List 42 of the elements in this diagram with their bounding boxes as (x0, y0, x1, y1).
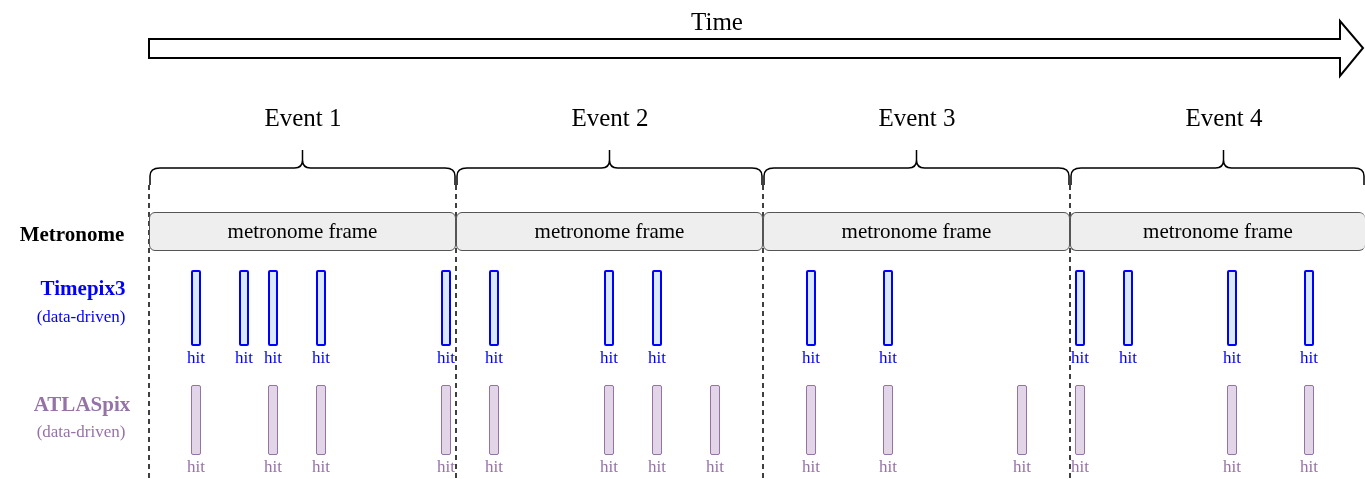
hit-label: hit (1070, 349, 1090, 367)
row-label: Metronome (19, 222, 125, 247)
hit-label: hit (1118, 349, 1138, 367)
hit-label: hit (705, 458, 725, 476)
hit-label: hit (1012, 458, 1032, 476)
row-note: (data-driven) (36, 422, 126, 442)
hit-label: hit (436, 458, 456, 476)
hit-label: hit (599, 349, 619, 367)
event-label: Event 3 (878, 104, 956, 132)
hit-label: hit (1222, 349, 1242, 367)
row-note: (data-driven) (36, 307, 126, 327)
hit-label: hit (1299, 349, 1319, 367)
hit-label: hit (1070, 458, 1090, 476)
hit-label: hit (484, 458, 504, 476)
hit-label: hit (647, 458, 667, 476)
hit-label: hit (263, 349, 283, 367)
hit-label: hit (1222, 458, 1242, 476)
hit-label: hit (263, 458, 283, 476)
hit-label: hit (1299, 458, 1319, 476)
hit-label: hit (186, 349, 206, 367)
hit-label: hit (801, 458, 821, 476)
event-label: Event 4 (1185, 104, 1263, 132)
hit-label: hit (186, 458, 206, 476)
frame-box: metronome frame (456, 212, 763, 251)
hit-label: hit (878, 458, 898, 476)
hit-label: hit (599, 458, 619, 476)
row-label: ATLASpix (33, 392, 131, 417)
hit-label: hit (436, 349, 456, 367)
frame-box: metronome frame (763, 212, 1070, 251)
hit-label: hit (234, 349, 254, 367)
hit-label: hit (801, 349, 821, 367)
event-label: Event 1 (264, 104, 342, 132)
axis-title: Time (691, 8, 743, 36)
hit-label: hit (647, 349, 667, 367)
frame-box: metronome frame (149, 212, 456, 251)
hit-label: hit (484, 349, 504, 367)
row-label: Timepix3 (40, 276, 126, 301)
frame-box: metronome frame (1070, 212, 1365, 251)
event-label: Event 2 (571, 104, 649, 132)
hit-label: hit (878, 349, 898, 367)
hit-label: hit (311, 458, 331, 476)
hit-label: hit (311, 349, 331, 367)
